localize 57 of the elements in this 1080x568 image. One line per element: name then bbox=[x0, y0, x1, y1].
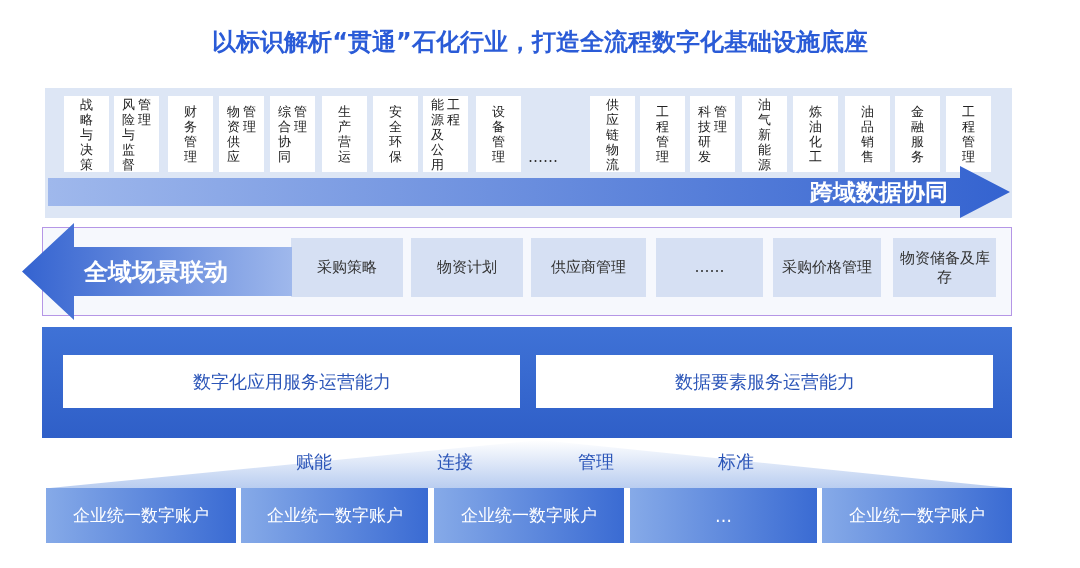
scenario-box: 物资储备及库存 bbox=[893, 238, 996, 297]
category-box bbox=[168, 96, 213, 172]
account-box: … bbox=[630, 488, 817, 543]
keyword-label: 管理 bbox=[578, 450, 614, 474]
scenario-box: 采购策略 bbox=[291, 238, 403, 297]
box-label: 油气新能源 bbox=[758, 96, 771, 172]
box-label: 生产营运 bbox=[338, 104, 351, 164]
category-box bbox=[423, 96, 468, 172]
panel-background bbox=[45, 88, 1012, 218]
category-box bbox=[476, 96, 521, 172]
category-box bbox=[690, 96, 735, 172]
scenario-box: 供应商管理 bbox=[531, 238, 646, 297]
category-box bbox=[219, 96, 264, 172]
box-label: 综合协同管理 bbox=[278, 104, 307, 164]
capability-box: 数字化应用服务运营能力 bbox=[63, 355, 520, 408]
box-label: 炼油化工 bbox=[809, 104, 822, 164]
category-box bbox=[793, 96, 838, 172]
box-label: 安全环保 bbox=[389, 104, 402, 164]
category-box bbox=[895, 96, 940, 172]
box-label: 工程管理 bbox=[656, 104, 669, 164]
capability-box: 数据要素服务运营能力 bbox=[536, 355, 993, 408]
category-box bbox=[946, 96, 991, 172]
box-label: 财务管理 bbox=[184, 104, 197, 164]
account-box: 企业统一数字账户 bbox=[822, 488, 1012, 543]
panel-background bbox=[42, 327, 1012, 438]
account-box: 企业统一数字账户 bbox=[241, 488, 428, 543]
category-box bbox=[590, 96, 635, 172]
keyword-label: 标准 bbox=[718, 450, 754, 474]
keyword-label: 连接 bbox=[437, 450, 473, 474]
title: 以标识解析“贯通”石化行业，打造全流程数字化基础设施底座 bbox=[211, 27, 869, 58]
box-label: 物资供应管理 bbox=[227, 104, 256, 164]
box-label: 设备管理 bbox=[492, 104, 505, 164]
arrow-label: 跨域数据协同 bbox=[810, 177, 948, 207]
box-label: 风险与监督管理 bbox=[122, 96, 151, 172]
box-label: 战略与决策 bbox=[80, 96, 93, 172]
scenario-box: 采购价格管理 bbox=[773, 238, 881, 297]
category-box bbox=[640, 96, 685, 172]
ellipsis-text: …… bbox=[528, 148, 558, 166]
account-box: 企业统一数字账户 bbox=[434, 488, 624, 543]
category-box bbox=[322, 96, 367, 172]
category-box bbox=[270, 96, 315, 172]
keyword-label: 赋能 bbox=[296, 450, 332, 474]
category-box bbox=[64, 96, 109, 172]
box-label: 供应链物流 bbox=[606, 96, 619, 172]
scenario-box: …… bbox=[656, 238, 763, 297]
box-label: 科技研发管理 bbox=[698, 104, 727, 164]
box-label: 工程管理 bbox=[962, 104, 975, 164]
scenario-box: 物资计划 bbox=[411, 238, 523, 297]
account-box: 企业统一数字账户 bbox=[46, 488, 236, 543]
category-box bbox=[373, 96, 418, 172]
category-box bbox=[845, 96, 890, 172]
box-label: 金融服务 bbox=[911, 104, 924, 164]
category-box bbox=[114, 96, 159, 172]
box-label: 能源及公用工程 bbox=[431, 96, 460, 172]
box-label: 油品销售 bbox=[861, 104, 874, 164]
arrow-label: 全域场景联动 bbox=[84, 256, 228, 288]
category-box bbox=[742, 96, 787, 172]
